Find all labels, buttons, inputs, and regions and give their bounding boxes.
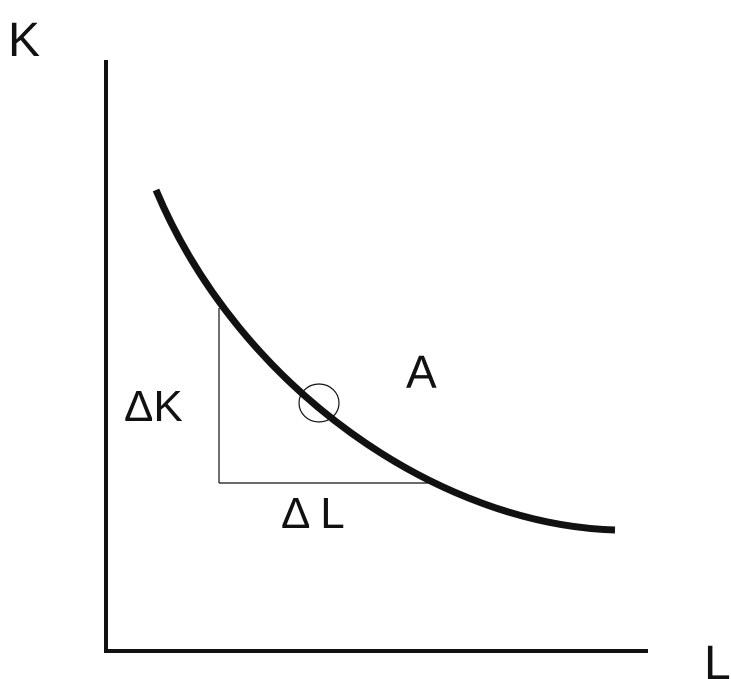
delta-k-label: ΔK <box>124 382 183 431</box>
isoquant-curve <box>152 188 616 534</box>
delta-l-label: Δ L <box>281 489 345 538</box>
tangent-point-circle <box>298 383 340 423</box>
curve-label: A <box>406 346 437 398</box>
y-axis-label: K <box>8 14 40 67</box>
x-axis-label: L <box>704 637 731 679</box>
